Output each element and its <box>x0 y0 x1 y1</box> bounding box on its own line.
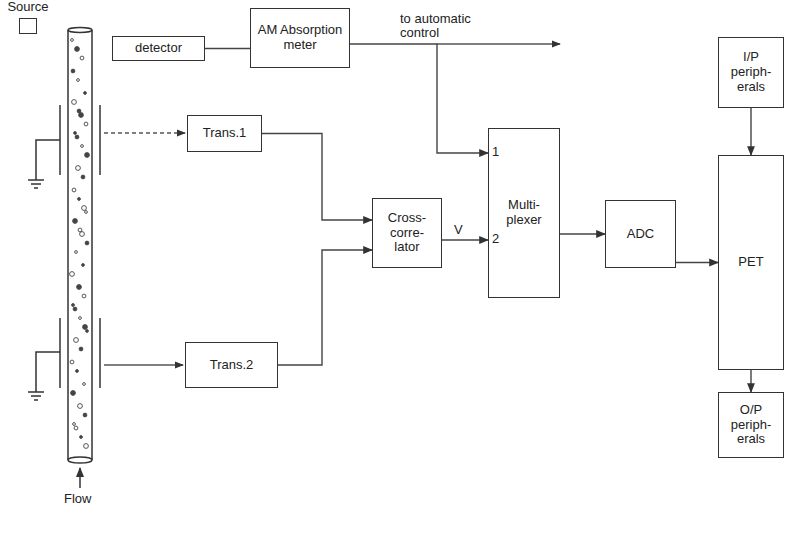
bubble <box>78 228 82 232</box>
box-label: I/P periph- erals <box>722 50 780 95</box>
computer-box: PET <box>718 155 784 370</box>
bubble <box>78 404 83 409</box>
signal-connector <box>560 233 605 234</box>
bubble <box>81 145 84 148</box>
bubble <box>75 47 80 52</box>
bubble <box>85 153 90 158</box>
bubble <box>83 413 87 417</box>
flow-arrow <box>79 468 81 488</box>
box-label: ADC <box>627 227 654 242</box>
signal-connector <box>205 48 250 49</box>
signal-connector <box>442 239 488 240</box>
bubble <box>71 39 74 42</box>
bubble <box>78 198 81 201</box>
signal-connector <box>262 134 372 221</box>
pipe <box>68 28 92 464</box>
bubble <box>71 391 76 396</box>
bubble <box>72 304 75 307</box>
signal-connector <box>676 262 718 263</box>
peripheral-box: O/P periph- erals <box>718 392 784 458</box>
signal-connector <box>350 44 488 153</box>
bubble <box>80 56 84 60</box>
adc-box: ADC <box>605 200 676 268</box>
bubble <box>74 426 78 430</box>
box-label: Cross- corre- lator <box>376 211 438 256</box>
bubble <box>77 285 82 290</box>
transducer-box: Trans.2 <box>185 342 278 388</box>
box-label: Source <box>7 0 48 15</box>
flow-label: Flow <box>64 492 91 506</box>
signal-leads <box>104 133 185 365</box>
bubble <box>84 122 88 126</box>
box-label: Trans.1 <box>203 126 247 141</box>
input-number: 2 <box>492 232 499 246</box>
source-square <box>19 18 37 34</box>
bubble <box>74 338 79 343</box>
bubble <box>76 370 79 373</box>
bubbles <box>70 39 90 449</box>
signal-connector <box>278 250 372 365</box>
bubble <box>71 69 75 73</box>
bubble <box>83 383 86 386</box>
control-arrow <box>437 43 560 44</box>
box-label: O/P periph- erals <box>722 403 780 448</box>
detector-box: detector <box>112 36 205 61</box>
box-label: AM Absorption meter <box>254 23 346 53</box>
bubble <box>86 330 89 333</box>
electrodes <box>28 105 100 400</box>
bubble <box>81 175 85 179</box>
bubble <box>85 211 88 214</box>
bubble <box>82 206 87 211</box>
peripheral-box: I/P periph- erals <box>718 37 784 108</box>
radiation-source: Source <box>2 0 54 34</box>
bubble <box>73 423 76 426</box>
bubble <box>84 92 87 95</box>
meter-box: AM Absorption meter <box>250 8 350 68</box>
box-label: detector <box>135 41 182 56</box>
box-label: Trans.2 <box>210 358 254 373</box>
bubble <box>75 135 79 139</box>
bubble <box>72 188 76 192</box>
bubble <box>76 166 81 171</box>
bubble <box>74 132 77 135</box>
bubble <box>82 294 86 298</box>
input-number: 1 <box>492 145 499 159</box>
bubble <box>72 100 77 105</box>
control-note: to automatic control <box>400 12 504 41</box>
bubble <box>73 307 77 311</box>
bubble <box>75 251 78 254</box>
box-label: PET <box>738 255 763 270</box>
bubble <box>70 272 75 277</box>
signal-connector <box>750 370 751 392</box>
signal-connector <box>750 108 751 155</box>
bubble <box>82 264 85 267</box>
correlator-box: Cross- corre- lator <box>372 198 442 268</box>
bubble <box>79 347 83 351</box>
bubble <box>73 219 78 224</box>
bubble <box>83 325 88 330</box>
box-label: Multi- plexer <box>492 198 556 228</box>
bubble <box>85 241 89 245</box>
bubble <box>80 436 83 439</box>
signal-name: V <box>452 223 465 237</box>
bubble <box>84 444 89 449</box>
bubble <box>77 79 80 82</box>
transducer-box: Trans.1 <box>187 115 262 152</box>
bubble <box>79 317 82 320</box>
bubble <box>77 109 81 113</box>
bubble <box>70 360 74 364</box>
